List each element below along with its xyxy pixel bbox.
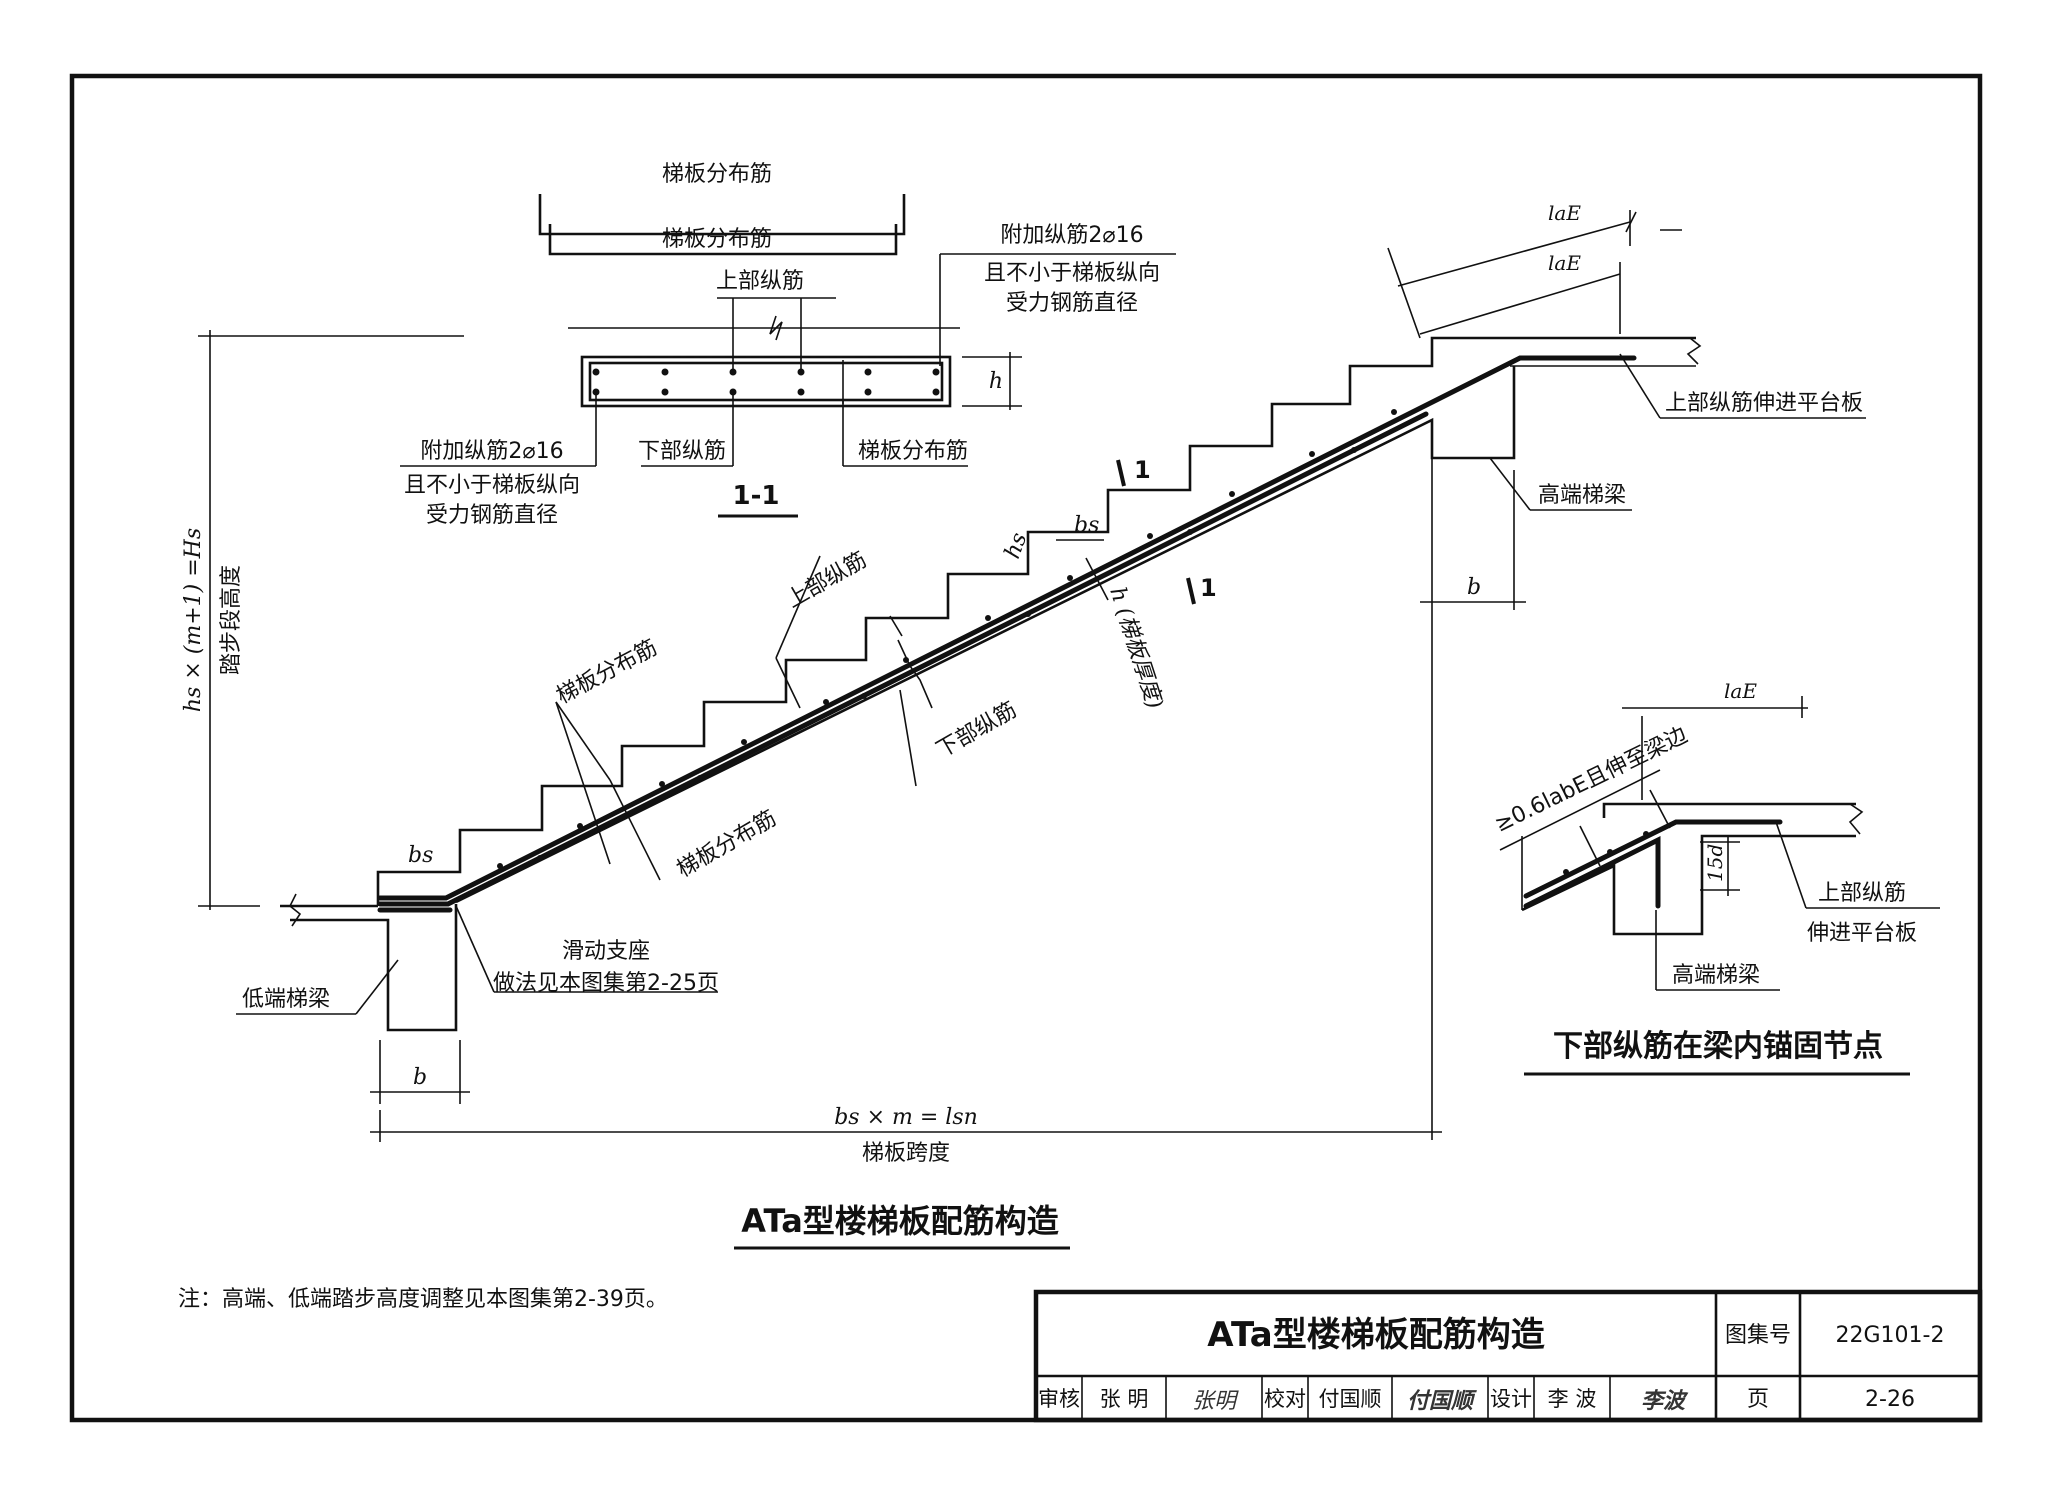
rebar-dots	[497, 409, 1397, 869]
anchor-detail: ≥0.6labE且伸至梁边 laE 15d 上部纵筋 伸进平台板 高端梯梁 下部…	[1491, 679, 1940, 1076]
section-add-bar-left-3: 受力钢筋直径	[426, 503, 558, 528]
check-label: 校对	[1264, 1387, 1306, 1411]
section-h-label: h	[989, 369, 1003, 394]
page-label: 页	[1747, 1387, 1769, 1412]
detail-anchor-label: ≥0.6labE且伸至梁边	[1491, 723, 1692, 838]
reviewer-signature: 张明	[1192, 1389, 1239, 1414]
low-beam-label: 低端梯梁	[242, 987, 330, 1012]
span-label: 梯板跨度	[862, 1141, 950, 1166]
cut-mark-top: 1	[1134, 456, 1151, 484]
slide-support-label-2: 做法见本图集第2-25页	[493, 971, 719, 996]
stair-steps	[376, 336, 1696, 906]
laE-2-label: laE	[1548, 251, 1581, 275]
slide-support-label-1: 滑动支座	[562, 939, 650, 964]
designer-signature: 李波	[1641, 1388, 1689, 1414]
section-add-bar-right-3: 受力钢筋直径	[1006, 291, 1138, 316]
detail-15d-label: 15d	[1703, 844, 1727, 882]
sheet-border	[69, 73, 1983, 1423]
main-dist-bar-1-label: 梯板分布筋	[553, 635, 662, 709]
detail-upper-bar-1: 上部纵筋	[1818, 881, 1906, 906]
section-add-bar-left-1: 附加纵筋2⌀16	[420, 439, 563, 464]
upper-into-platform-label: 上部纵筋伸进平台板	[1665, 391, 1863, 416]
bs-bottom-label: bs	[408, 843, 433, 868]
design-label: 设计	[1490, 1387, 1532, 1411]
footnote: 注：高端、低端踏步高度调整见本图集第2-39页。	[178, 1287, 668, 1312]
reviewer: 张 明	[1100, 1387, 1149, 1411]
laE-1-label: laE	[1548, 201, 1581, 225]
high-beam-label: 高端梯梁	[1538, 483, 1626, 508]
stair-elevation: hs × (m+1) =Hs 踏步段高度 上部纵筋 梯板分布筋 梯板分布筋 下部…	[181, 201, 1866, 1250]
section-top-label-1: 梯板分布筋	[662, 162, 772, 187]
atlas-no-label: 图集号	[1725, 1323, 1791, 1348]
main-dist-bar-2-label: 梯板分布筋	[673, 806, 781, 883]
b-right-label: b	[1467, 575, 1481, 600]
span-dim-label: bs × m = lsn	[834, 1105, 978, 1130]
section-upper-bar-label: 上部纵筋	[716, 269, 804, 294]
low-beam	[290, 904, 458, 1032]
section-add-bar-left-2: 且不小于梯板纵向	[404, 473, 580, 498]
section-lower-bar-label: 下部纵筋	[638, 439, 726, 464]
section-1-1: 梯板分布筋 梯板分布筋 上部纵筋 下部纵筋 梯板分布筋 h 附加纵筋2⌀	[400, 162, 1176, 528]
checker-signature: 付国顺	[1407, 1388, 1477, 1414]
page-number: 2-26	[1865, 1387, 1915, 1412]
b-left-label: b	[413, 1065, 427, 1090]
detail-laE-label: laE	[1724, 679, 1757, 703]
title-block: ATa型楼梯板配筋构造 图集号 22G101-2 审核 张 明 张明 校对 付国…	[1033, 1289, 1983, 1423]
main-upper-bar-label: 上部纵筋	[782, 548, 871, 614]
atlas-no: 22G101-2	[1836, 1323, 1945, 1348]
vertical-dim-sub-label: 踏步段高度	[219, 565, 244, 675]
checker: 付国顺	[1319, 1387, 1382, 1411]
section-top-label-2: 梯板分布筋	[662, 227, 772, 252]
designer: 李 波	[1548, 1387, 1597, 1411]
section-dist-bar-label: 梯板分布筋	[858, 439, 968, 464]
vertical-dim-label: hs × (m+1) =Hs	[181, 528, 206, 712]
main-lower-bar-label: 下部纵筋	[932, 698, 1021, 764]
title-block-title: ATa型楼梯板配筋构造	[1207, 1315, 1544, 1355]
detail-title: 下部纵筋在梁内锚固节点	[1553, 1029, 1883, 1064]
upper-rebar	[377, 355, 1637, 901]
cut-mark-bottom: 1	[1200, 574, 1217, 602]
detail-high-beam: 高端梯梁	[1672, 963, 1760, 988]
section-add-bar-right-2: 且不小于梯板纵向	[984, 261, 1160, 286]
section-title: 1-1	[733, 481, 780, 511]
section-add-bar-right-1: 附加纵筋2⌀16	[1000, 223, 1143, 248]
main-title: ATa型楼梯板配筋构造	[741, 1202, 1059, 1240]
review-label: 审核	[1038, 1387, 1080, 1411]
thickness-label: h (梯板厚度)	[1104, 584, 1167, 712]
bs-top-label: bs	[1074, 513, 1099, 538]
detail-upper-bar-2: 伸进平台板	[1807, 921, 1917, 946]
lower-rebar	[377, 411, 1429, 907]
